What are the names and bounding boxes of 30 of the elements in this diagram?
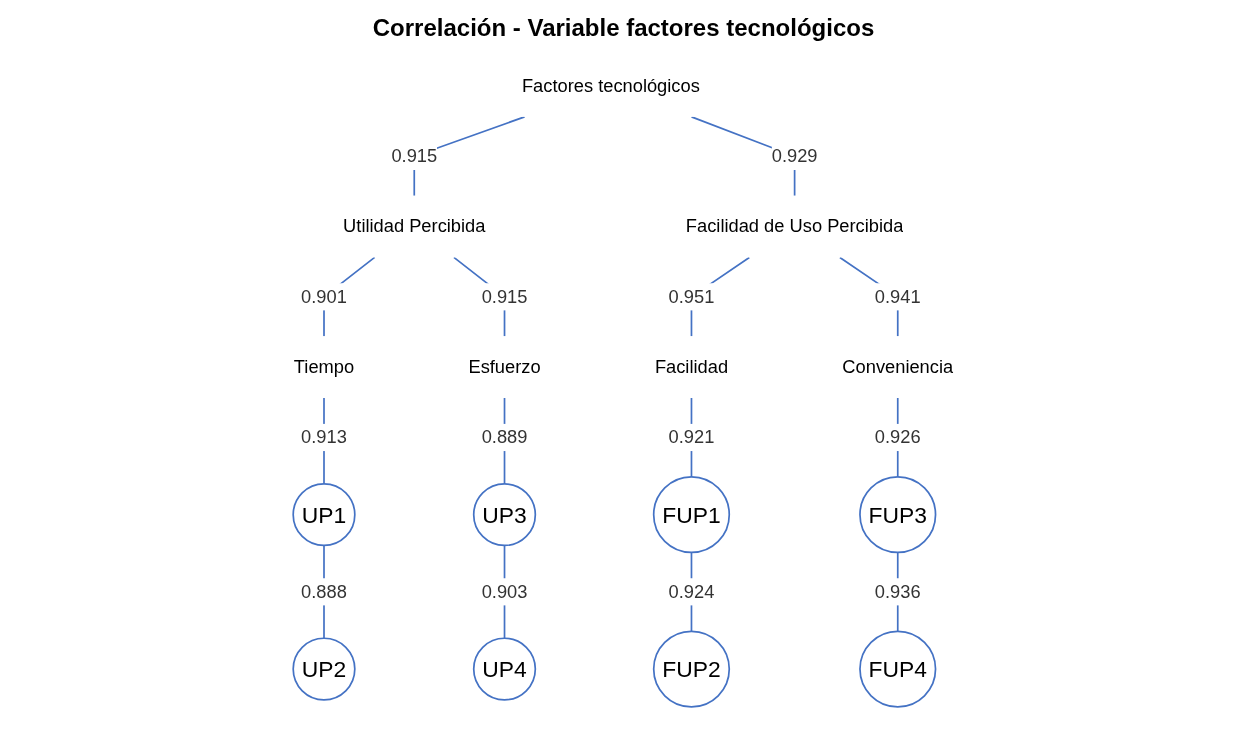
node-circle: UP4	[472, 637, 537, 701]
edge-label: 0.889	[481, 427, 528, 447]
node-circle: FUP4	[859, 630, 937, 708]
node-circle: FUP1	[652, 476, 731, 554]
edge-label: 0.915	[481, 286, 528, 306]
edge-label: 0.951	[668, 286, 715, 306]
node-text: Facilidad	[654, 356, 729, 377]
node-text: Conveniencia	[842, 356, 954, 377]
edge-label: 0.941	[874, 286, 921, 306]
node-circle: UP1	[292, 483, 356, 547]
edge-label: 0.913	[301, 427, 347, 447]
edge-label: 0.921	[668, 427, 715, 447]
edge-label: 0.915	[391, 146, 438, 166]
node-text: Tiempo	[293, 356, 355, 377]
node-circle: FUP3	[859, 476, 937, 554]
edge-label: 0.936	[874, 581, 921, 601]
edge-label: 0.924	[668, 581, 715, 601]
diagram-title: Correlación - Variable factores tecnológicos	[371, 14, 876, 42]
node-circle: UP2	[292, 637, 356, 701]
node-text: Factores tecnológicos	[521, 75, 700, 96]
edge-label: 0.929	[771, 146, 818, 166]
node-text: Esfuerzo	[468, 356, 541, 377]
edge-label: 0.901	[301, 286, 347, 306]
edge-label: 0.888	[301, 581, 347, 601]
node-text: Facilidad de Uso Percibida	[685, 216, 904, 236]
edge-label: 0.903	[481, 581, 528, 601]
edge-label: 0.926	[874, 427, 921, 447]
node-circle: FUP2	[652, 630, 731, 708]
node-circle: UP3	[472, 483, 537, 547]
node-text: Utilidad Percibida	[343, 216, 486, 236]
